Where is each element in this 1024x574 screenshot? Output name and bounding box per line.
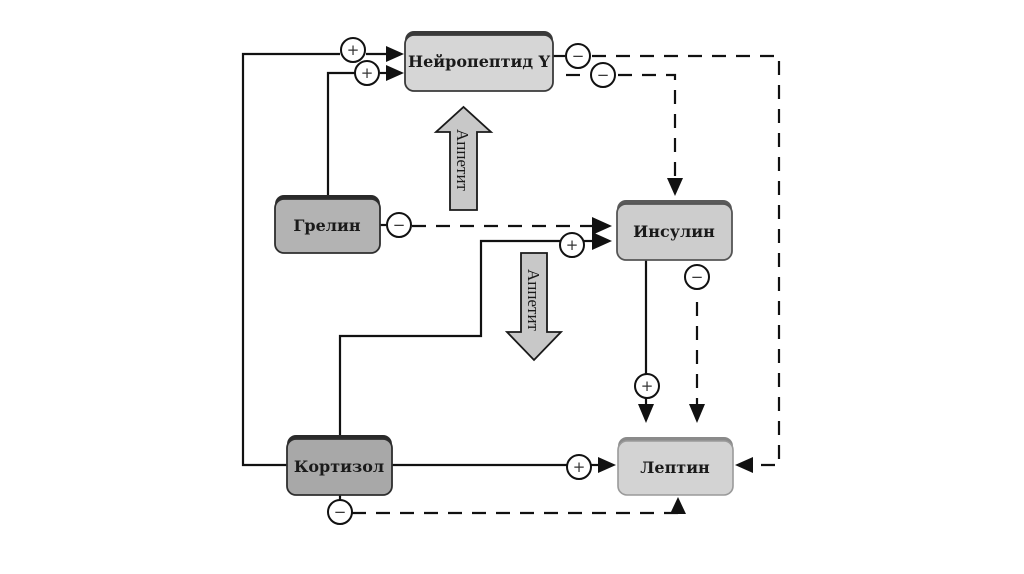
sign-minus-npy-leptin: − <box>565 43 591 69</box>
node-neuropeptide-y: Нейропептид Y <box>404 31 554 92</box>
sign-plus-cortisol-npy: + <box>340 37 366 63</box>
edge-cortisol-leptin-plus <box>392 457 616 473</box>
sign-plus-insulin-leptin: + <box>634 373 660 399</box>
node-cortisol: Кортизол <box>286 435 393 496</box>
appetite-up-arrow: Аппетит <box>433 105 494 211</box>
sign-minus-npy-insulin: − <box>590 62 616 88</box>
node-leptin: Лептин <box>617 437 734 496</box>
svg-text:Инсулин: Инсулин <box>633 222 715 241</box>
sign-plus-ghrelin-npy: + <box>354 60 380 86</box>
edge-npy-insulin <box>566 73 683 196</box>
edge-ghrelin-npy <box>326 65 404 196</box>
svg-text:Аппетит: Аппетит <box>453 129 472 192</box>
sign-minus-cortisol-leptin: − <box>327 499 353 525</box>
edge-insulin-leptin-minus <box>689 302 705 423</box>
svg-text:−: − <box>334 503 347 521</box>
edge-insulin-leptin-plus <box>638 260 654 423</box>
node-insulin: Инсулин <box>616 200 733 261</box>
svg-text:Грелин: Грелин <box>293 216 361 235</box>
edge-ghrelin-insulin <box>380 217 612 235</box>
svg-text:−: − <box>393 216 406 234</box>
sign-minus-insulin-leptin: − <box>684 264 710 290</box>
sign-plus-cortisol-leptin: + <box>566 454 592 480</box>
appetite-down-arrow: Аппетит <box>504 252 564 362</box>
svg-text:−: − <box>597 66 610 84</box>
edge-cortisol-leptin-minus <box>338 495 686 515</box>
edge-npy-leptin <box>553 54 781 473</box>
svg-text:Лептин: Лептин <box>640 458 710 477</box>
svg-text:+: + <box>566 236 579 254</box>
svg-text:+: + <box>573 458 586 476</box>
sign-minus-ghrelin-insulin: − <box>386 212 412 238</box>
edge-cortisol-npy <box>241 46 404 467</box>
svg-text:Кортизол: Кортизол <box>294 457 384 476</box>
edge-cortisol-insulin <box>338 232 612 437</box>
svg-text:+: + <box>347 41 360 59</box>
sign-plus-cortisol-insulin: + <box>559 232 585 258</box>
svg-text:−: − <box>572 47 585 65</box>
svg-text:+: + <box>361 64 374 82</box>
svg-text:Аппетит: Аппетит <box>524 269 543 332</box>
svg-text:−: − <box>691 268 704 286</box>
svg-text:Нейропептид Y: Нейропептид Y <box>408 52 551 71</box>
node-ghrelin: Грелин <box>274 195 381 254</box>
svg-text:+: + <box>641 377 654 395</box>
